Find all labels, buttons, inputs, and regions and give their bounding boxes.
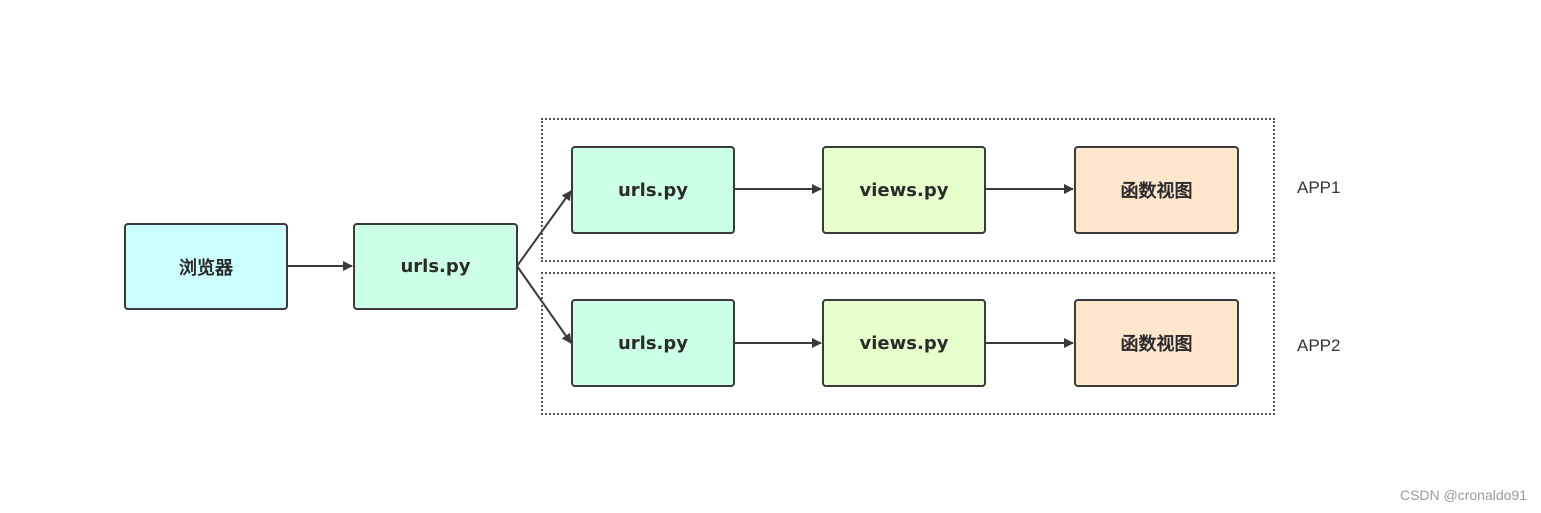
- app2-group: [541, 272, 1275, 415]
- arrow-urls-to-app2: [516, 265, 572, 344]
- watermark: CSDN @cronaldo91: [1399, 487, 1527, 503]
- root-urls-node: urls.py: [353, 223, 518, 310]
- app2-func-node: 函数视图: [1074, 299, 1239, 387]
- browser-node: 浏览器: [124, 223, 288, 310]
- app2-views-node: views.py: [822, 299, 986, 387]
- arrow-urls-to-app1: [516, 190, 572, 267]
- app1-group: [541, 118, 1275, 262]
- app2-urls-node: urls.py: [571, 299, 735, 387]
- app1-func-node: 函数视图: [1074, 146, 1239, 234]
- app1-label: APP1: [1297, 178, 1341, 197]
- app2-label: APP2: [1297, 336, 1341, 355]
- app1-urls-node: urls.py: [571, 146, 735, 234]
- app1-views-node: views.py: [822, 146, 986, 234]
